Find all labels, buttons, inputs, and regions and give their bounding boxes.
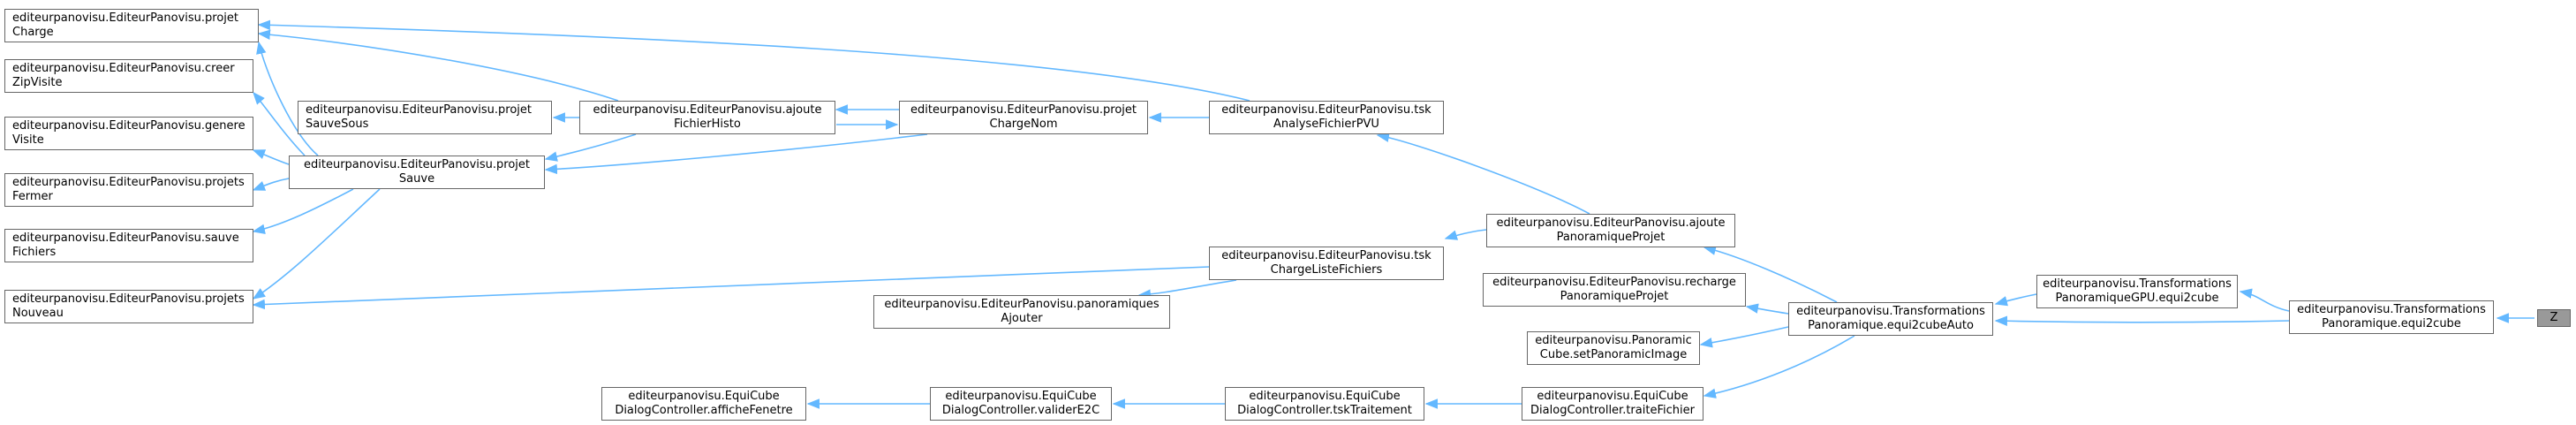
node-label-line2: Charge xyxy=(12,26,54,39)
node-label-line2: Nouveau xyxy=(12,307,64,320)
node-label-line2: FichierHisto xyxy=(674,118,741,131)
node-traite-fichier[interactable]: editeurpanovisu.EquiCube DialogControlle… xyxy=(1522,387,1703,421)
node-label-line1: editeurpanovisu.EditeurPanovisu.tsk xyxy=(1221,103,1432,117)
node-panoramiques-ajouter[interactable]: editeurpanovisu.EditeurPanovisu.panorami… xyxy=(873,295,1170,329)
node-label-line1: editeurpanovisu.EditeurPanovisu.projet xyxy=(910,103,1137,117)
node-label-line1: editeurpanovisu.EditeurPanovisu.projets xyxy=(12,292,245,306)
node-label-line1: editeurpanovisu.EditeurPanovisu.sauve xyxy=(12,231,239,245)
node-label-line1: editeurpanovisu.EditeurPanovisu.projets xyxy=(12,176,245,189)
node-label-line1: editeurpanovisu.EditeurPanovisu.tsk xyxy=(1221,249,1432,262)
node-label-line2: Sauve xyxy=(398,172,435,186)
node-affiche-fenetre[interactable]: editeurpanovisu.EquiCube DialogControlle… xyxy=(601,387,806,421)
node-label-line1: editeurpanovisu.EditeurPanovisu.ajoute xyxy=(593,103,822,117)
node-label-line2: Ajouter xyxy=(1001,312,1043,325)
node-recharge-panoramique-projet[interactable]: editeurpanovisu.EditeurPanovisu.recharge… xyxy=(1483,273,1746,307)
node-label-line1: editeurpanovisu.EquiCube xyxy=(1249,390,1401,403)
node-label-line1: editeurpanovisu.EditeurPanovisu.projet xyxy=(306,103,532,117)
node-label-line1: editeurpanovisu.EditeurPanovisu.recharge xyxy=(1492,276,1736,289)
node-label-line2: Fermer xyxy=(12,190,53,203)
node-label-line2: ChargeNom xyxy=(989,118,1058,131)
node-label-line1: editeurpanovisu.Panoramic xyxy=(1535,334,1692,347)
node-projets-nouveau[interactable]: editeurpanovisu.EditeurPanovisu.projets … xyxy=(4,290,253,323)
node-label-line2: DialogController.afficheFenetre xyxy=(615,404,793,417)
node-label-line2: AnalyseFichierPVU xyxy=(1273,118,1379,131)
edge-tsk-analyse-to-projet-charge xyxy=(257,19,1250,102)
node-gpu-equi2cube[interactable]: editeurpanovisu.Transformations Panorami… xyxy=(2036,275,2238,308)
node-label-line2: DialogController.tskTraitement xyxy=(1237,404,1412,417)
node-label-line2: ChargeListeFichiers xyxy=(1270,263,1383,277)
node-set-panoramic-image[interactable]: editeurpanovisu.Panoramic Cube.setPanora… xyxy=(1527,331,1700,365)
edge-ajoute-pano-to-tsk-analyse xyxy=(1376,132,1590,215)
node-label-line2: DialogController.traiteFichier xyxy=(1530,404,1695,417)
node-z-target[interactable]: Z xyxy=(2537,309,2571,327)
node-ajoute-panoramique-projet[interactable]: editeurpanovisu.EditeurPanovisu.ajoute P… xyxy=(1486,214,1735,247)
node-label-line1: editeurpanovisu.EditeurPanovisu.projet xyxy=(304,158,530,171)
node-label-line2: PanoramiqueProjet xyxy=(1560,290,1669,303)
node-valider-e2c[interactable]: editeurpanovisu.EquiCube DialogControlle… xyxy=(930,387,1112,421)
node-label-line1: editeurpanovisu.EditeurPanovisu.genere xyxy=(12,119,246,133)
node-projet-charge-nom[interactable]: editeurpanovisu.EditeurPanovisu.projet C… xyxy=(899,101,1148,134)
node-label-line1: editeurpanovisu.EditeurPanovisu.ajoute xyxy=(1496,216,1726,230)
node-ajoute-fichier-histo[interactable]: editeurpanovisu.EditeurPanovisu.ajoute F… xyxy=(579,101,835,134)
node-projet-sauve[interactable]: editeurpanovisu.EditeurPanovisu.projet S… xyxy=(289,156,545,189)
edge-ajoute-histo-to-projet-charge xyxy=(257,29,619,102)
node-label-line2: PanoramiqueProjet xyxy=(1556,231,1666,244)
node-label-line2: DialogController.validerE2C xyxy=(941,404,1100,417)
edge-sauve-to-sauve-fichiers xyxy=(252,188,354,234)
node-label-line2: Fichiers xyxy=(12,246,57,259)
node-label-line1: editeurpanovisu.EquiCube xyxy=(628,390,780,403)
node-label-line1: editeurpanovisu.EquiCube xyxy=(945,390,1097,403)
node-label-line1: editeurpanovisu.Transformations xyxy=(1796,305,1985,318)
node-equi2cube[interactable]: editeurpanovisu.Transformations Panorami… xyxy=(2289,300,2494,334)
edge-sauve-to-fermer xyxy=(252,178,290,191)
node-label-line1: editeurpanovisu.EquiCube xyxy=(1537,390,1688,403)
edge-gpu-to-auto xyxy=(1994,293,2037,307)
node-projet-sauve-sous[interactable]: editeurpanovisu.EditeurPanovisu.projet S… xyxy=(298,101,552,134)
node-label-line1: editeurpanovisu.Transformations xyxy=(2043,277,2232,291)
edge-equi2cube-to-auto xyxy=(1994,315,2290,327)
node-projet-charge[interactable]: editeurpanovisu.EditeurPanovisu.projet C… xyxy=(4,9,259,42)
node-label-line2: Cube.setPanoramicImage xyxy=(1539,348,1688,361)
node-tsk-analyse-fichier-pvu[interactable]: editeurpanovisu.EditeurPanovisu.tsk Anal… xyxy=(1209,101,1444,134)
edge-sauve-to-genere xyxy=(252,149,290,165)
node-label-line1: editeurpanovisu.Transformations xyxy=(2297,303,2486,316)
edge-sauve-to-projet-charge xyxy=(256,41,319,156)
node-sauve-fichiers[interactable]: editeurpanovisu.EditeurPanovisu.sauve Fi… xyxy=(4,229,253,262)
edge-auto-to-recharge xyxy=(1745,303,1789,315)
edge-tsk-charge-to-panoramiques xyxy=(1137,279,1237,300)
node-label-line2: Visite xyxy=(12,133,44,147)
node-label: Z xyxy=(2550,311,2558,324)
edge-charge-nom-to-sauve xyxy=(544,133,928,175)
node-tsk-charge-liste-fichiers[interactable]: editeurpanovisu.EditeurPanovisu.tsk Char… xyxy=(1209,247,1444,280)
node-tsk-traitement[interactable]: editeurpanovisu.EquiCube DialogControlle… xyxy=(1225,387,1424,421)
edge-auto-to-ajoute-pano xyxy=(1703,245,1838,303)
edge-equi2cube-to-gpu xyxy=(2239,288,2290,312)
node-label-line2: Panoramique.equi2cube xyxy=(2322,317,2461,330)
edge-ajoute-pano-to-tsk-charge xyxy=(1444,229,1487,240)
node-label-line2: SauveSous xyxy=(306,118,369,131)
node-label-line1: editeurpanovisu.EditeurPanovisu.panorami… xyxy=(884,298,1160,311)
edge-ajoute-histo-to-sauve xyxy=(544,133,637,162)
edge-auto-to-set-pano xyxy=(1699,326,1789,348)
node-label-line1: editeurpanovisu.EditeurPanovisu.projet xyxy=(12,11,238,25)
node-creer-zip-visite[interactable]: editeurpanovisu.EditeurPanovisu.creer Zi… xyxy=(4,59,253,93)
edge-sauve-to-nouveau xyxy=(252,188,381,300)
node-projets-fermer[interactable]: editeurpanovisu.EditeurPanovisu.projets … xyxy=(4,173,253,207)
node-label-line2: Panoramique.equi2cubeAuto xyxy=(1808,319,1974,332)
edge-auto-to-traite xyxy=(1703,335,1855,398)
node-label-line1: editeurpanovisu.EditeurPanovisu.creer xyxy=(12,62,235,75)
node-label-line2: PanoramiqueGPU.equi2cube xyxy=(2055,292,2219,305)
node-genere-visite[interactable]: editeurpanovisu.EditeurPanovisu.genere V… xyxy=(4,117,253,150)
node-label-line2: ZipVisite xyxy=(12,76,63,89)
edge-sauve-to-creer-zip xyxy=(253,91,306,156)
node-equi2cube-auto[interactable]: editeurpanovisu.Transformations Panorami… xyxy=(1788,302,1993,336)
